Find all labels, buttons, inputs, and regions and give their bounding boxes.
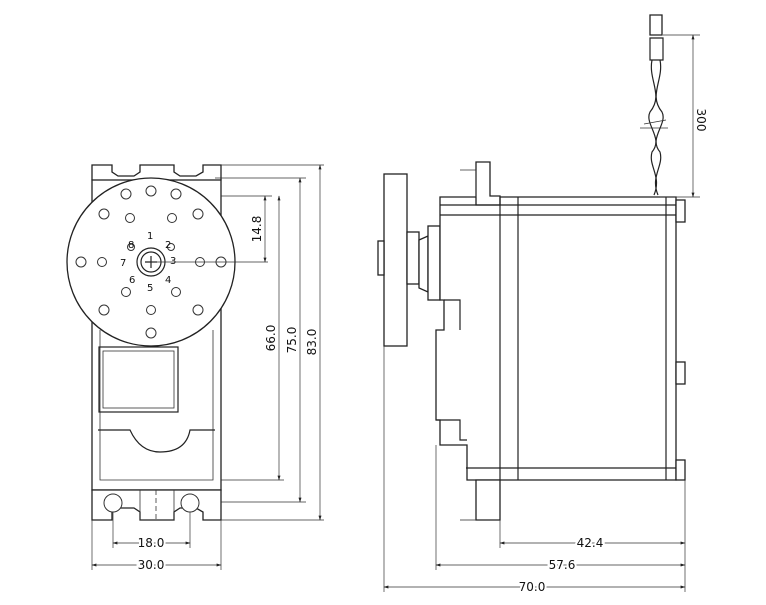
dim-height-c: 83.0: [305, 329, 319, 356]
horn-number-1: 1: [147, 231, 153, 242]
label-recess-inner: [102, 350, 175, 409]
dim-horn-offset: 14.8: [250, 216, 264, 243]
horn-number-2: 2: [165, 240, 171, 251]
horn-number-5: 5: [147, 283, 153, 294]
horn-hole: [146, 305, 156, 315]
horn-hole: [167, 213, 177, 223]
side-horn-screw: [377, 240, 385, 276]
side-endcap-mid: [675, 361, 686, 385]
side-case: [435, 196, 677, 481]
side-bottom-ear: [475, 479, 501, 521]
horn-hole: [97, 257, 107, 267]
cable-connector: [649, 14, 663, 36]
horn-hole: [98, 304, 110, 316]
front-lower-bump: [98, 429, 215, 453]
dim-height-a: 66.0: [264, 325, 278, 352]
side-hub: [406, 231, 420, 285]
horn-hole: [192, 208, 204, 220]
mount-hole-left: [103, 493, 123, 513]
horn-hole: [125, 213, 135, 223]
horn-number-6: 6: [129, 275, 135, 286]
label-recess: [98, 346, 179, 413]
horn-hole: [170, 188, 182, 200]
horn-hole: [167, 243, 175, 251]
side-dimensions: 300 42.4 57.6 70.0: [383, 34, 708, 596]
servo-cable: [640, 14, 668, 196]
horn-number-4: 4: [165, 275, 171, 286]
cable-twist-b: [654, 59, 664, 196]
dim-hole-spacing: 18.0: [138, 536, 165, 550]
horn-number-8: 8: [128, 240, 134, 251]
side-top-ear: [475, 161, 501, 206]
horn-hole: [145, 327, 157, 339]
horn-hole: [120, 188, 132, 200]
horn-hole: [98, 208, 110, 220]
dim-case-length: 57.6: [549, 558, 576, 572]
horn-hole: [192, 304, 204, 316]
cable-sleeve: [649, 37, 664, 61]
side-view: [377, 14, 686, 521]
dim-body-length: 42.4: [577, 536, 604, 550]
side-horn-disk: [383, 173, 408, 347]
side-endcap-top: [675, 199, 686, 223]
horn-number-3: 3: [170, 256, 176, 267]
dim-width: 30.0: [138, 558, 165, 572]
horn-hole: [75, 256, 87, 268]
dim-lead-length: 300: [694, 109, 708, 132]
side-top-ear-edge: [460, 169, 477, 197]
horn-number-7: 7: [120, 258, 126, 269]
dim-height-b: 75.0: [285, 327, 299, 354]
front-dimensions: 14.8 66.0 75.0 83.0 18.0 30.0: [91, 164, 324, 574]
cable-twist-a: [648, 59, 658, 196]
horn-hole: [145, 185, 157, 197]
horn-hole: [127, 243, 135, 251]
side-spline: [418, 234, 429, 294]
horn-hole: [121, 287, 131, 297]
side-endcap-bottom: [675, 459, 686, 481]
mount-hole-right: [180, 493, 200, 513]
front-case-inner: [99, 330, 214, 481]
horn-hole: [171, 287, 181, 297]
front-view: 1 2 3 4 5 6 7 8: [66, 164, 268, 521]
dim-overall-length: 70.0: [519, 580, 546, 594]
side-output-shaft: [427, 225, 441, 301]
